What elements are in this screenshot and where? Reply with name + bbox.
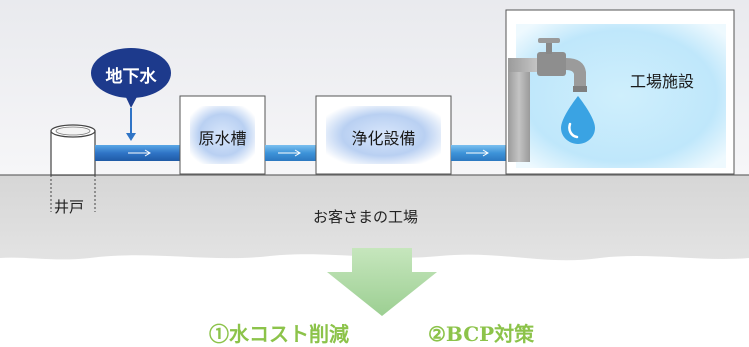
benefit-bcp-measures: ②BCP対策 (428, 322, 535, 346)
raw-water-tank-label: 原水槽 (198, 129, 247, 148)
purification-equipment-label: 浄化設備 (351, 129, 416, 148)
groundwater-label: 地下水 (105, 67, 157, 87)
well-label: 井戸 (54, 198, 85, 216)
benefit-water-cost-reduction: ①水コスト削減 (209, 322, 349, 346)
factory-facility-label: 工場施設 (629, 72, 694, 91)
well-graphic (50, 124, 96, 212)
groundwater-bubble (91, 48, 171, 141)
customer-factory-label: お客さまの工場 (313, 208, 419, 226)
